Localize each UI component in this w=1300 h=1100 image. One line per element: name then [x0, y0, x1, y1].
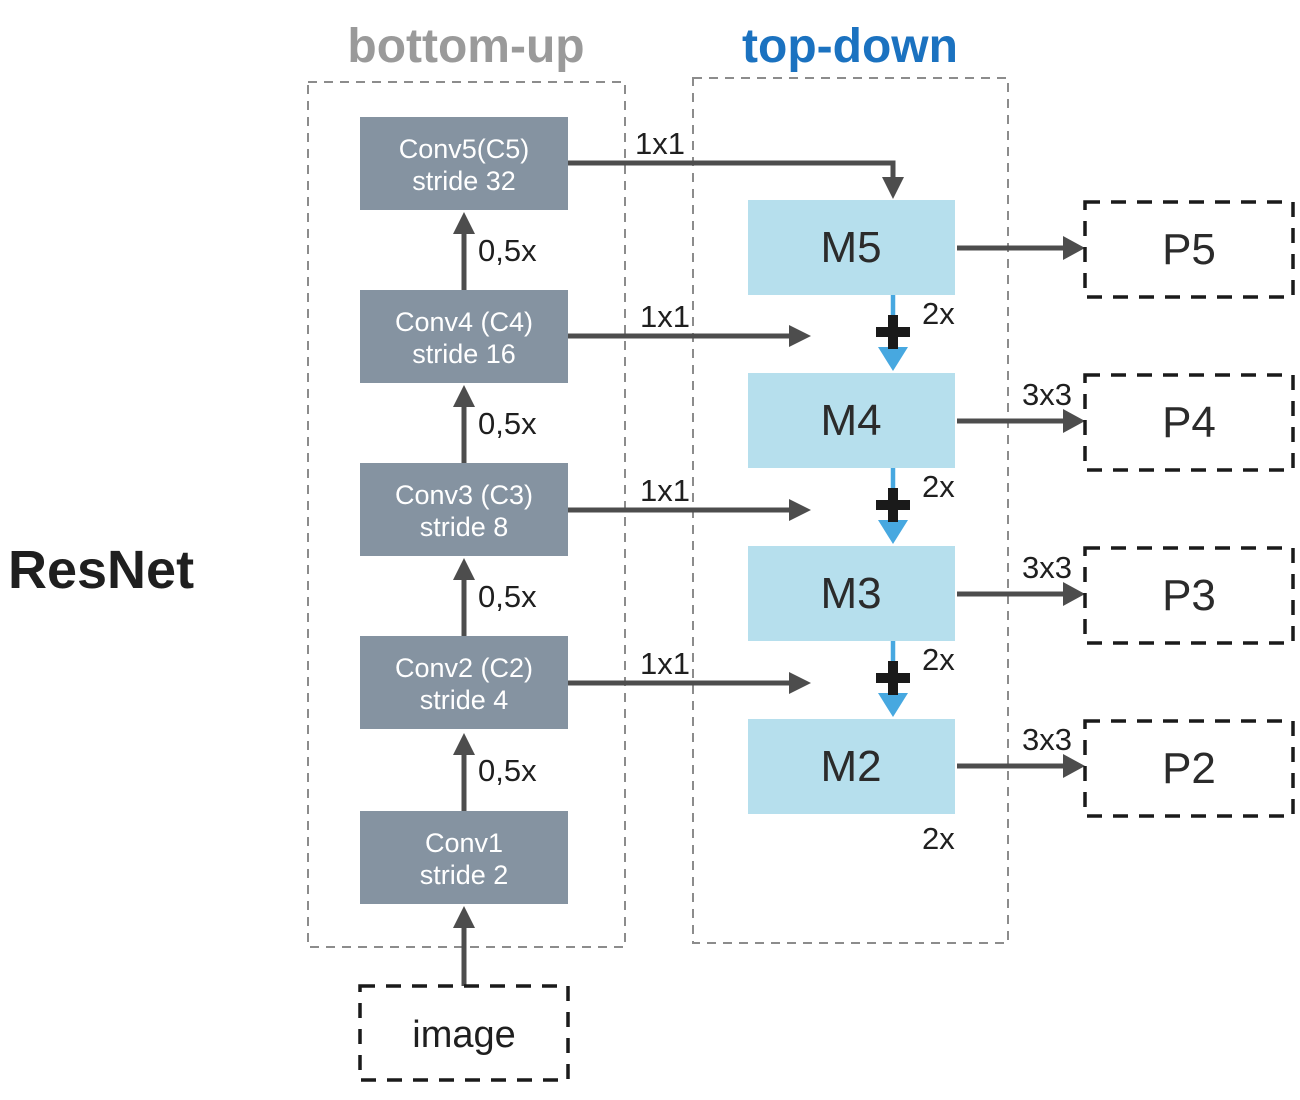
downscale-label-1: 0,5x: [478, 233, 537, 268]
conv3-stride: stride 8: [420, 512, 509, 542]
image-label: image: [412, 1014, 516, 1056]
p2-box: [1083, 719, 1295, 818]
image-box: [358, 984, 570, 1082]
conv5-block: Conv5(C5) stride 32: [360, 117, 568, 210]
p3-box: [1083, 546, 1295, 645]
m5-box: [748, 200, 955, 295]
arrow-m5-to-p5: [957, 236, 1085, 260]
downscale-label-2: 0,5x: [478, 406, 537, 441]
arrow-conv1-to-conv2: [453, 733, 475, 811]
conv2-block: Conv2 (C2) stride 4: [360, 636, 568, 729]
add-icon-m3: [876, 488, 910, 522]
resnet-label: ResNet: [8, 540, 194, 600]
arrow-image-to-conv1: [453, 906, 475, 986]
lateral-arrow-c3: [568, 499, 811, 521]
conv3-block: Conv3 (C3) stride 8: [360, 463, 568, 556]
conv1-block: Conv1 stride 2: [360, 811, 568, 904]
conv3x3-label-p3: 3x3: [1022, 550, 1072, 585]
upsample-label-bottom: 2x: [922, 821, 955, 856]
lateral-arrow-c5-to-m5: [568, 160, 904, 199]
m5-label: M5: [820, 223, 881, 272]
conv3-box: [360, 463, 568, 556]
upsample-label-m2: 2x: [922, 642, 955, 677]
conv2-name: Conv2 (C2): [395, 653, 533, 683]
m3-label: M3: [820, 569, 881, 618]
arrow-conv4-to-conv5: [453, 212, 475, 290]
conv5-name: Conv5(C5): [399, 134, 530, 164]
arrow-m3-to-p3: [957, 582, 1085, 606]
arrow-m4-to-p4: [957, 409, 1085, 433]
lateral-label-c3: 1x1: [640, 473, 690, 508]
arrow-m2-to-p2: [957, 754, 1085, 778]
m2-box: [748, 719, 955, 814]
conv4-block: Conv4 (C4) stride 16: [360, 290, 568, 383]
m3-box: [748, 546, 955, 641]
conv4-box: [360, 290, 568, 383]
p4-label: P4: [1162, 398, 1216, 447]
conv1-name: Conv1: [425, 828, 503, 858]
m4-box: [748, 373, 955, 468]
upsample-label-m4: 2x: [922, 296, 955, 331]
arrow-conv2-to-conv3: [453, 558, 475, 636]
p2-label: P2: [1162, 744, 1216, 793]
top-down-label: top-down: [742, 20, 958, 73]
conv4-name: Conv4 (C4): [395, 307, 533, 337]
conv4-stride: stride 16: [412, 339, 516, 369]
conv1-box: [360, 811, 568, 904]
p3-label: P3: [1162, 571, 1216, 620]
m2-label: M2: [820, 742, 881, 791]
lateral-label-c5: 1x1: [635, 126, 685, 161]
p5-label: P5: [1162, 225, 1216, 274]
add-icon-m2: [876, 661, 910, 695]
conv3-name: Conv3 (C3): [395, 480, 533, 510]
lateral-label-c4: 1x1: [640, 299, 690, 334]
conv5-stride: stride 32: [412, 166, 516, 196]
conv3x3-label-p2: 3x3: [1022, 722, 1072, 757]
m4-label: M4: [820, 396, 881, 445]
conv1-stride: stride 2: [420, 860, 509, 890]
conv5-box: [360, 117, 568, 210]
arrow-conv3-to-conv4: [453, 385, 475, 463]
conv2-stride: stride 4: [420, 685, 509, 715]
downscale-label-4: 0,5x: [478, 753, 537, 788]
upsample-label-m3: 2x: [922, 469, 955, 504]
p4-box: [1083, 373, 1295, 472]
lateral-arrow-c2: [568, 672, 811, 694]
downscale-label-3: 0,5x: [478, 579, 537, 614]
lateral-label-c2: 1x1: [640, 646, 690, 681]
add-icon-m4: [876, 315, 910, 349]
conv2-box: [360, 636, 568, 729]
conv3x3-label-p4: 3x3: [1022, 377, 1072, 412]
lateral-arrow-c4: [568, 325, 811, 347]
bottom-up-label: bottom-up: [347, 20, 584, 73]
p5-box: [1083, 200, 1295, 299]
